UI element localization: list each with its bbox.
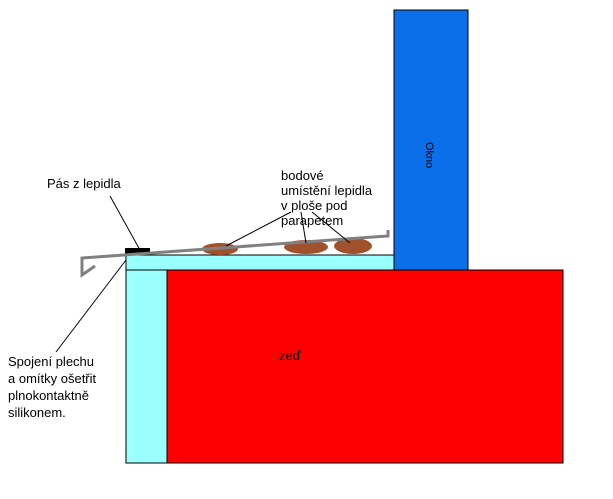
- leader-adhesive-strip: [109, 195, 141, 251]
- label-sealing-note-line: plnokontaktně: [8, 388, 89, 403]
- leader-spot-2: [300, 211, 307, 244]
- label-spot-adhesive-line: bodové: [281, 168, 324, 183]
- label-spot-adhesive-line: parapetem: [281, 213, 343, 228]
- leader-spot-3: [311, 211, 351, 244]
- label-sealing-note: Spojení plechu a omítky ošetřit plnokont…: [8, 354, 100, 420]
- label-sealing-note-line: a omítky ošetřit: [8, 371, 97, 386]
- top-plaster-band: [125, 254, 395, 271]
- label-sealing-note-line: Spojení plechu: [8, 354, 94, 369]
- window-frame: [393, 9, 469, 271]
- label-spot-adhesive: bodové umístění lepidla v ploše pod para…: [281, 168, 376, 228]
- facade-plaster: [125, 269, 168, 464]
- label-adhesive-strip: Pás z lepidla: [47, 176, 121, 191]
- window-sill-sheet: [80, 230, 390, 278]
- label-spot-adhesive-line: v ploše pod: [281, 198, 348, 213]
- adhesive-strip: [125, 248, 150, 254]
- leader-sealing-joint: [55, 259, 127, 353]
- label-spot-adhesive-line: umístění lepidla: [281, 183, 373, 198]
- leader-spot-1: [225, 211, 292, 247]
- wall: [166, 269, 564, 464]
- label-window: Okno: [423, 142, 435, 168]
- label-wall: zeď: [279, 348, 302, 363]
- adhesive-spot-3: [334, 238, 372, 254]
- label-sealing-note-line: silikonem.: [8, 405, 66, 420]
